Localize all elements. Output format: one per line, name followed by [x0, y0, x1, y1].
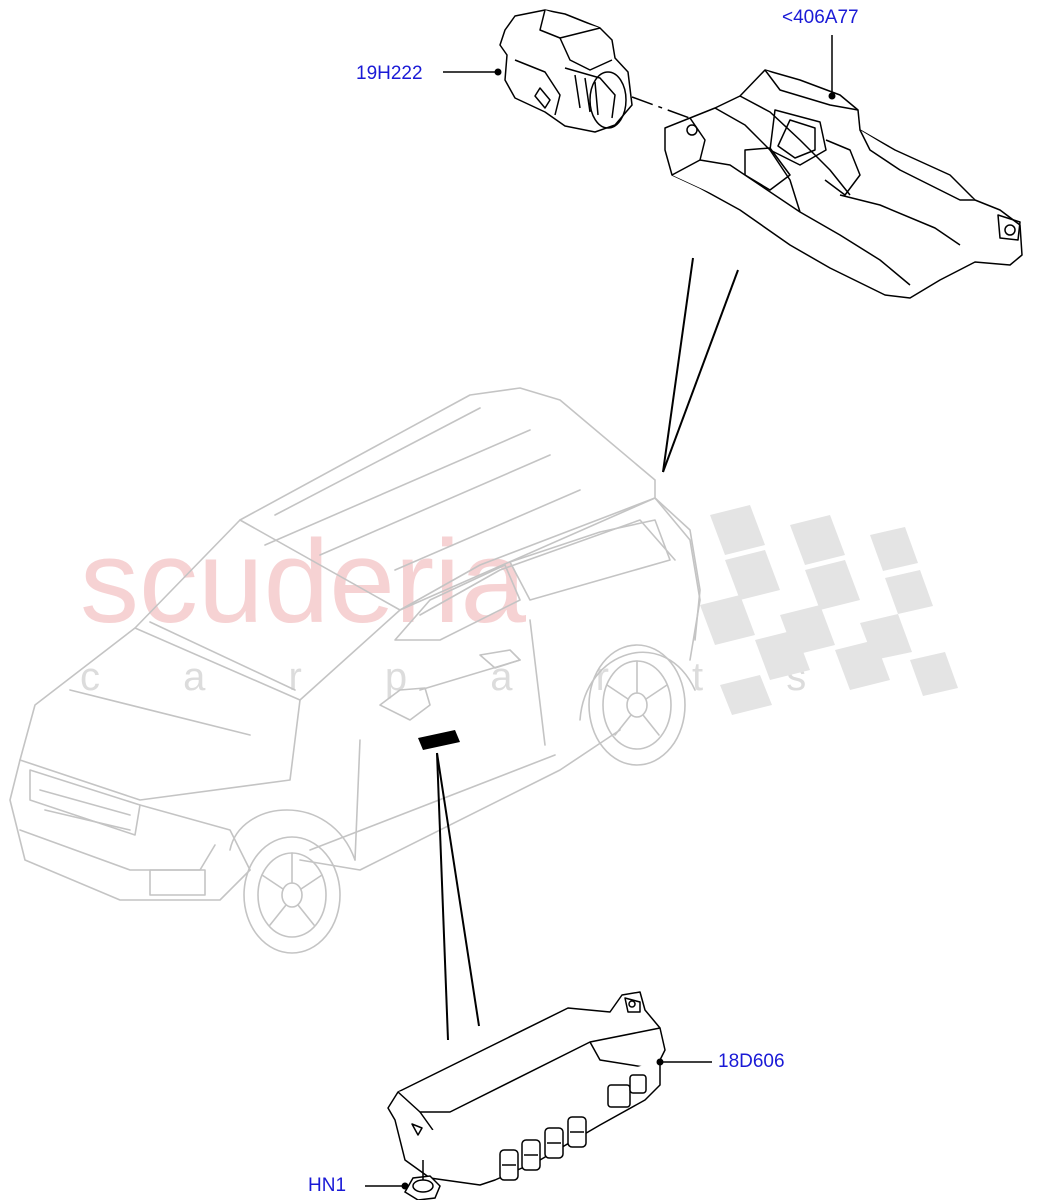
watermark: scuderia c a r p a r t s [80, 505, 958, 715]
checkered-flag-logo [700, 505, 958, 715]
control-module-18d606[interactable] [387, 991, 666, 1186]
module-location-marker [418, 730, 460, 750]
callout-19h222[interactable]: 19H222 [356, 63, 423, 84]
callout-hn1[interactable]: HN1 [308, 1175, 347, 1196]
callout-leader-dots [401, 68, 836, 1190]
callout-leaders [365, 35, 833, 1187]
vehicle-outline [9, 387, 701, 954]
nut-hn1[interactable] [403, 1160, 441, 1200]
watermark-tagline: c a r p a r t s [80, 655, 842, 699]
module-connector-ports [499, 1074, 647, 1181]
location-pointer-lines [436, 257, 739, 1041]
camera-bracket-406a77[interactable] [664, 69, 1023, 299]
callout-18d606[interactable]: 18D606 [718, 1051, 785, 1072]
callout-406a77[interactable]: <406A77 [782, 7, 859, 28]
connector-19h222[interactable] [499, 9, 633, 133]
watermark-brand: scuderia [80, 516, 526, 648]
